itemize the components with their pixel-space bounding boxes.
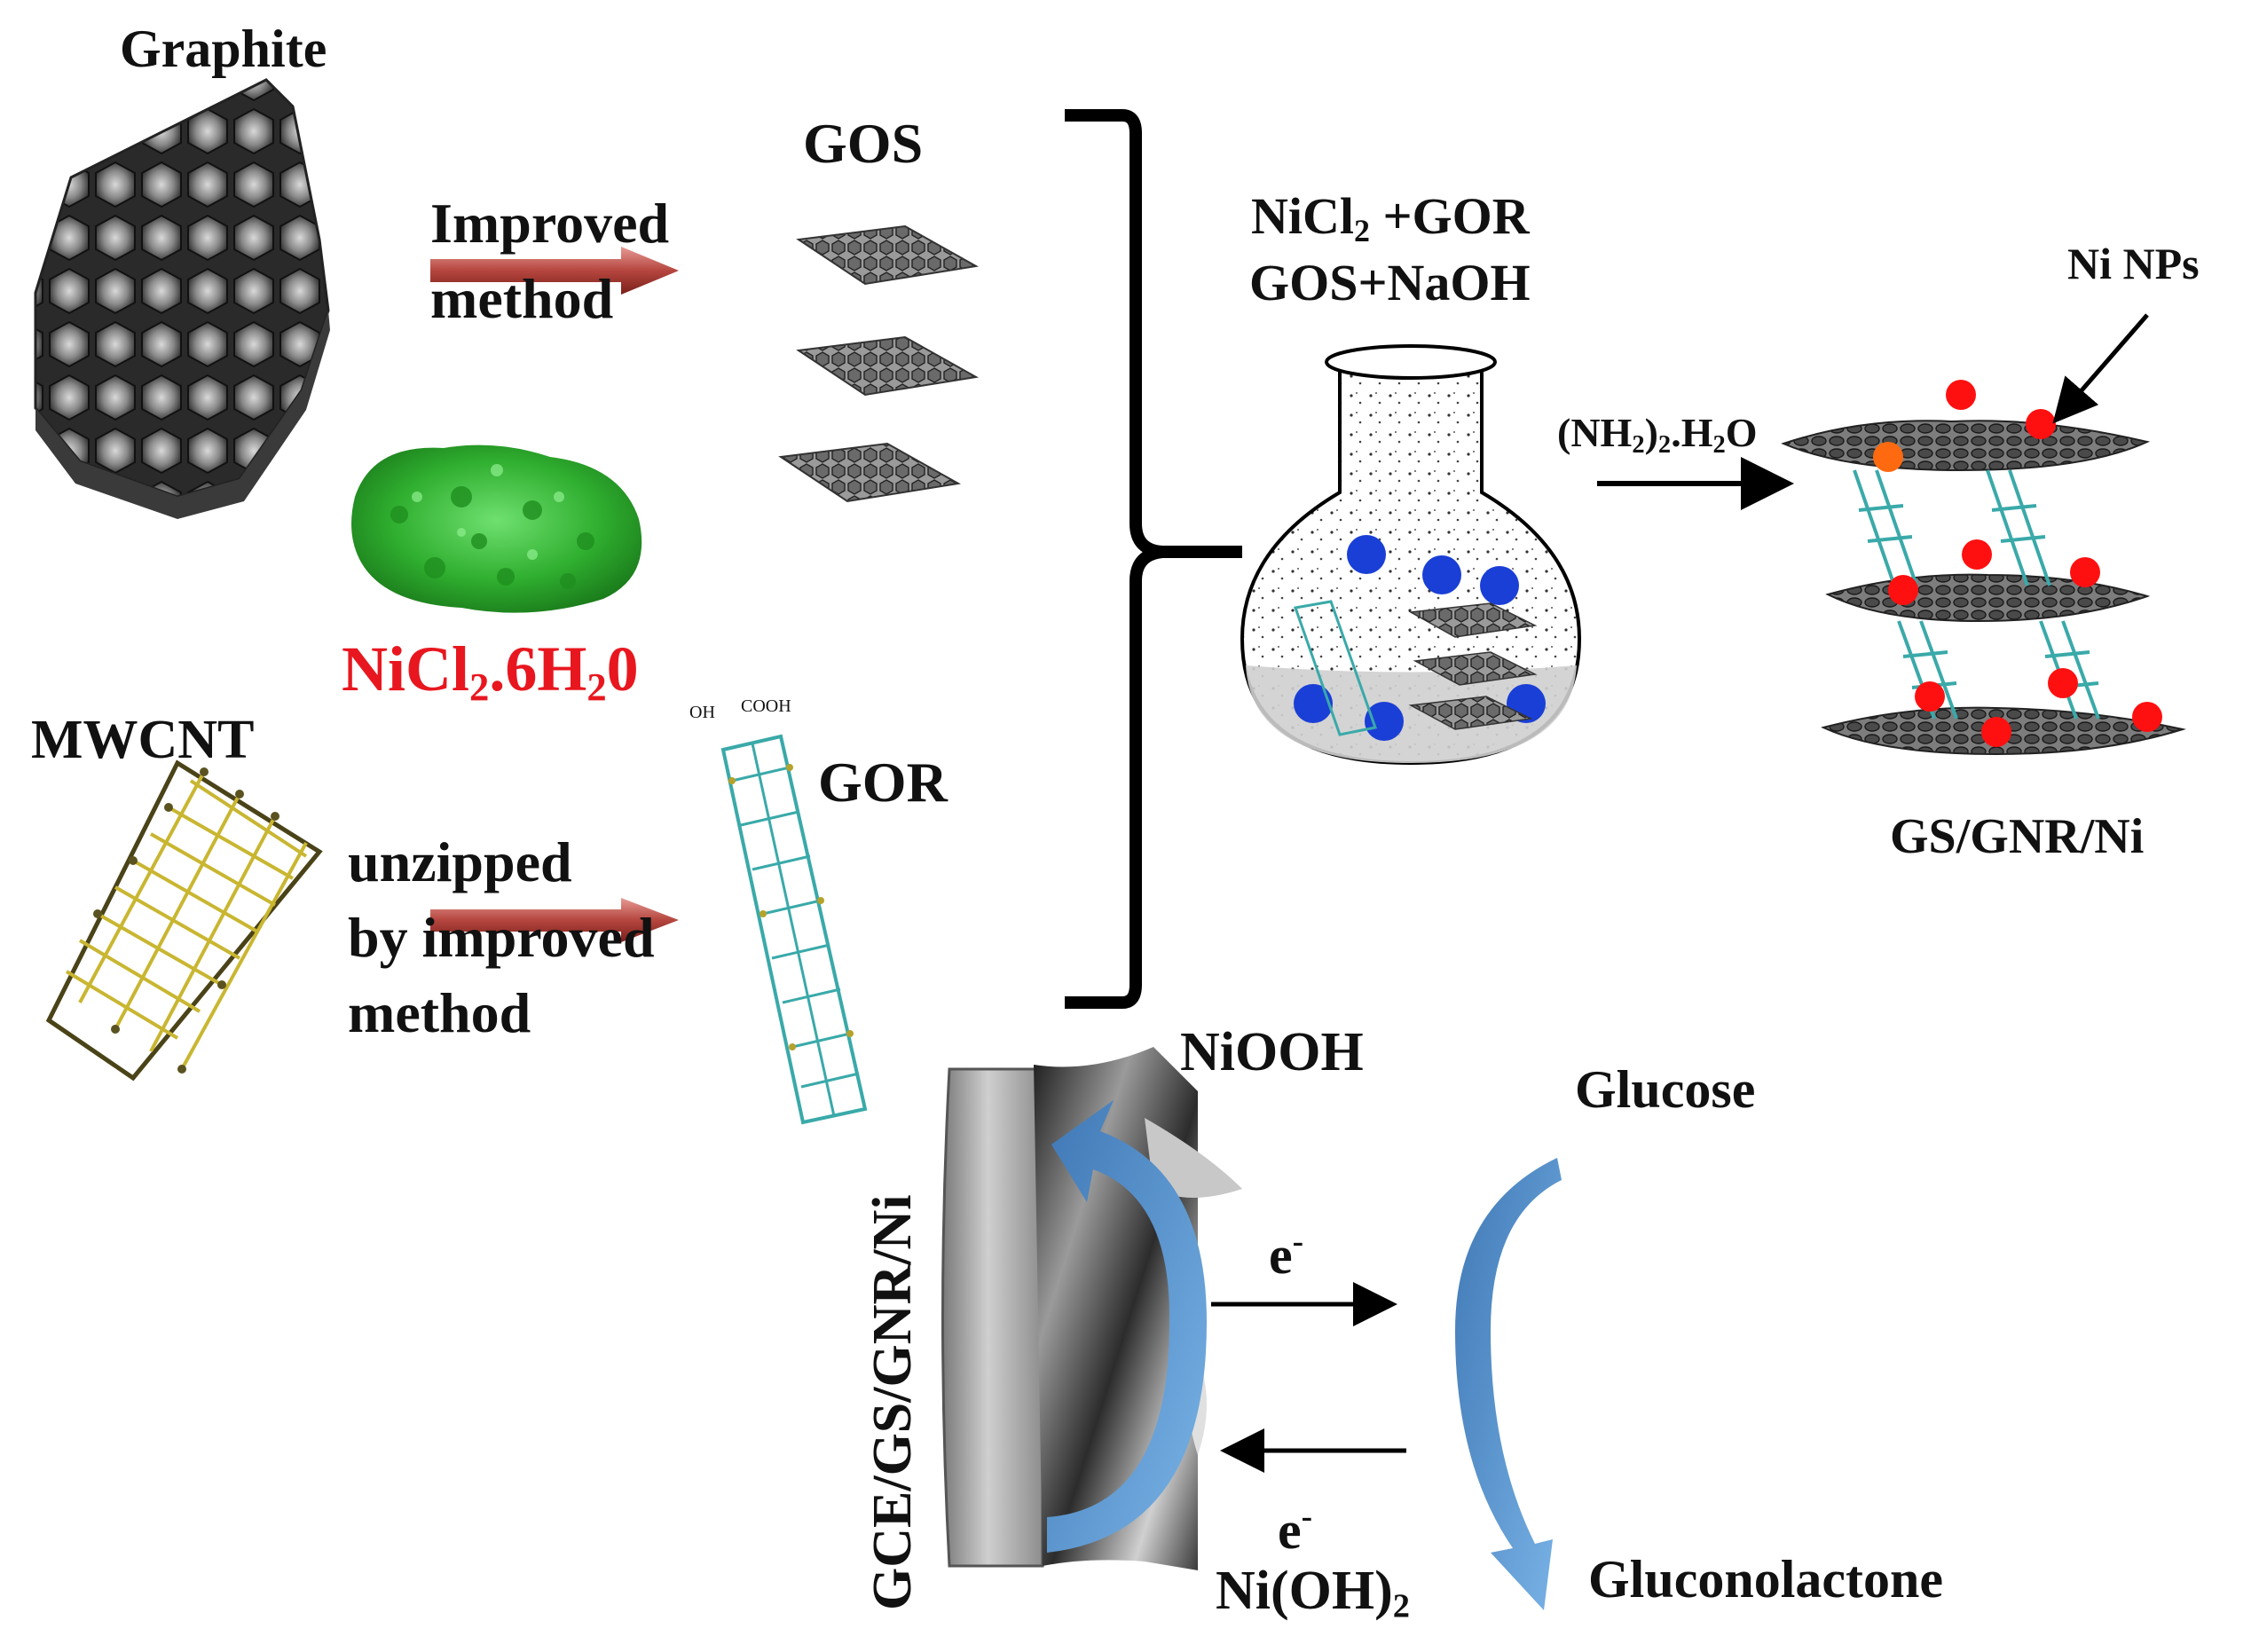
mwcnt-tube-illustration bbox=[45, 759, 323, 1082]
graphite-block-illustration bbox=[34, 78, 330, 519]
reaction-flask-illustration bbox=[1240, 344, 1582, 766]
by-improved-label: by improved bbox=[348, 906, 655, 969]
flask-reagents-bottom: GOS+NaOH bbox=[1249, 254, 1531, 311]
oh-label: OH bbox=[689, 703, 715, 722]
mwcnt-label: MWCNT bbox=[31, 710, 255, 770]
ni-nanoparticles bbox=[1873, 380, 2162, 747]
electrode-label: GCE/GS/GNR/Ni bbox=[862, 1194, 923, 1610]
gos-sheets-illustration bbox=[778, 224, 979, 503]
gor-ribbon-illustration bbox=[720, 734, 868, 1125]
graphite-to-gos-arrow bbox=[430, 247, 679, 295]
flask-reagents-top: NiCl2 +GOR bbox=[1251, 187, 1530, 248]
electrode-cycle-arrow bbox=[1047, 1100, 1207, 1553]
gs-gnr-ni-composite-illustration bbox=[1781, 313, 2186, 756]
niooh-label: NiOOH bbox=[1180, 1022, 1364, 1082]
cooh-label: COOH bbox=[741, 696, 791, 716]
gos-label: GOS bbox=[803, 112, 924, 175]
nicl2-6h2o-label: NiCl2.6H20 bbox=[342, 633, 639, 710]
product-label: GS/GNR/Ni bbox=[1890, 809, 2145, 864]
method-label: method bbox=[430, 267, 614, 330]
improved-label: Improved bbox=[430, 192, 670, 255]
electron-transfer-arrows bbox=[1211, 1282, 1406, 1473]
mwcnt-to-gor-arrow bbox=[430, 898, 679, 942]
combination-bracket bbox=[1065, 109, 1242, 1009]
ni-nps-label: Ni NPs bbox=[2067, 239, 2200, 288]
unzipped-label: unzipped bbox=[348, 830, 572, 893]
blue-particles bbox=[1294, 535, 1546, 741]
electron-label-top: e- bbox=[1269, 1223, 1304, 1285]
hydrazine-label: (NH2)2.H2O bbox=[1557, 410, 1758, 460]
glucose-oxidation-arrow bbox=[1455, 1158, 1562, 1610]
electron-label-bottom: e- bbox=[1278, 1498, 1313, 1560]
nicl2-salt-illustration bbox=[351, 444, 642, 613]
glucose-label: Glucose bbox=[1575, 1060, 1756, 1119]
flask-sheets bbox=[1294, 600, 1538, 736]
gluconolactone-label: Gluconolactone bbox=[1588, 1550, 1943, 1609]
method-label-2: method bbox=[348, 981, 531, 1044]
gor-label: GOR bbox=[818, 751, 948, 814]
nioh2-label: Ni(OH)2 bbox=[1216, 1561, 1410, 1625]
graphite-label: Graphite bbox=[120, 20, 327, 78]
